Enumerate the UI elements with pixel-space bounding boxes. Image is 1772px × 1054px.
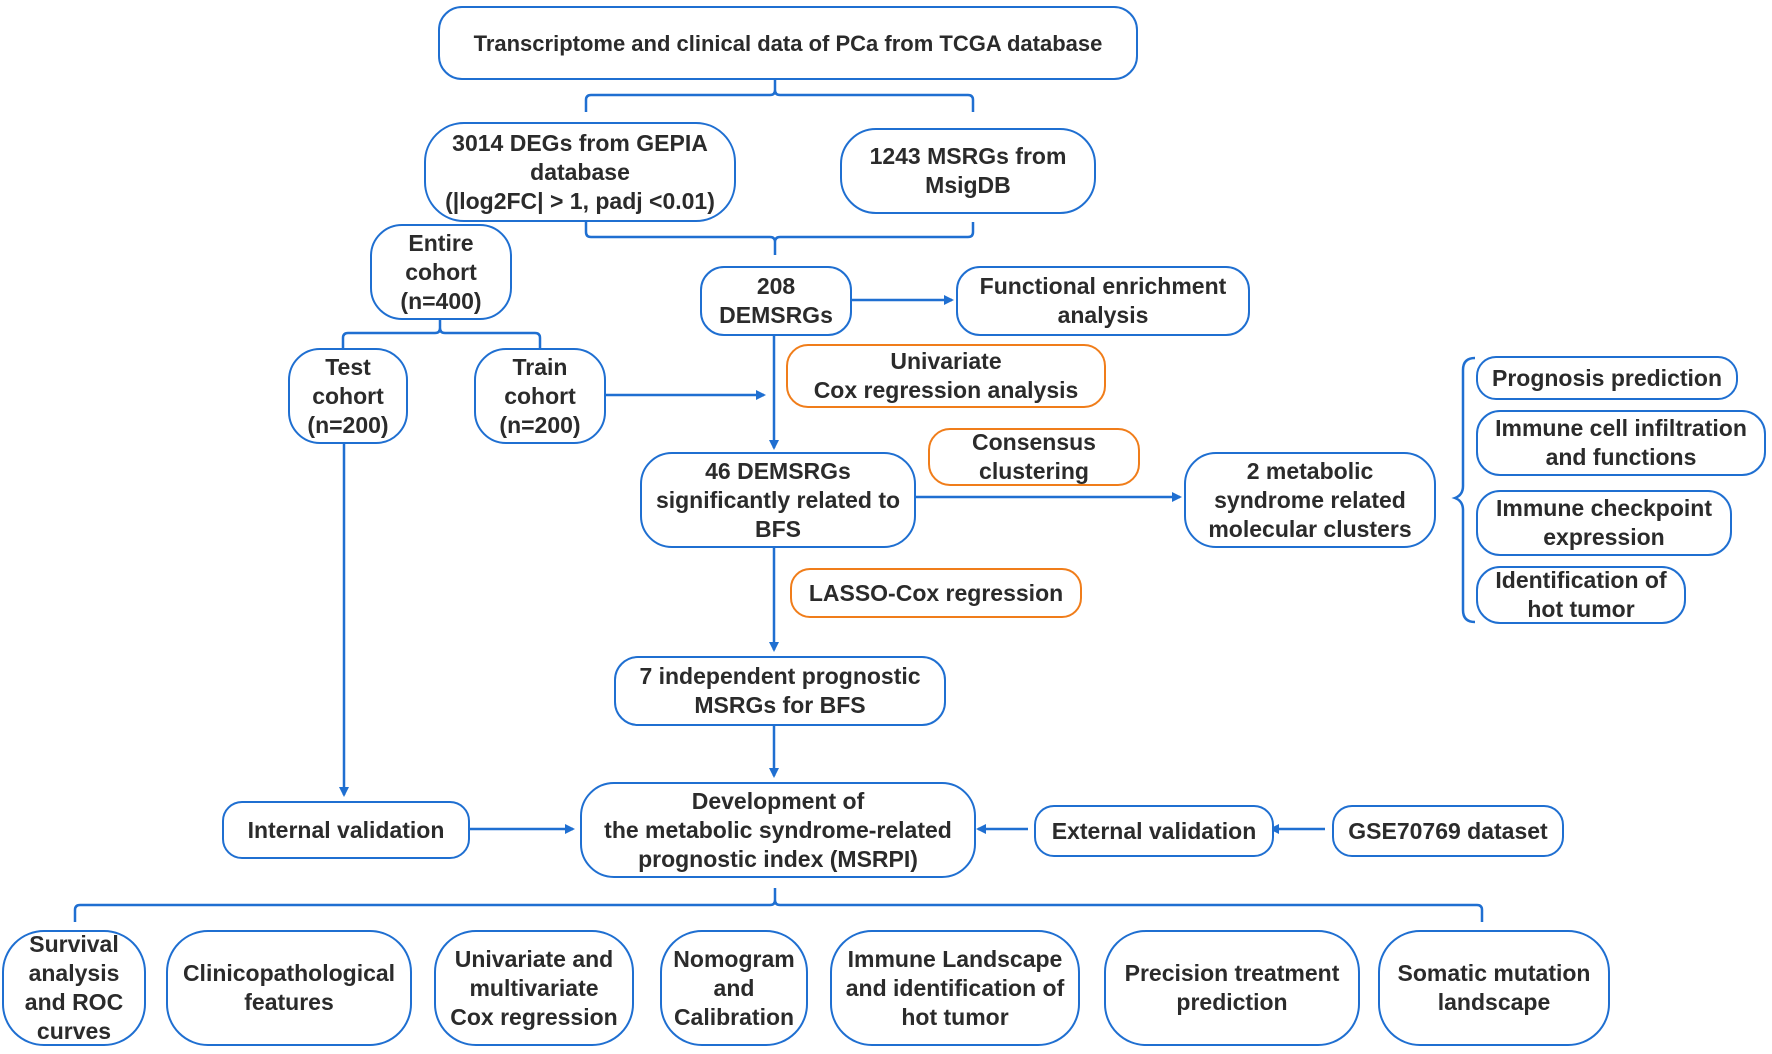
node-7-prognostic-msrgs: 7 independent prognostic MSRGs for BFS: [614, 656, 946, 726]
node-msrgs: 1243 MSRGs from MsigDB: [840, 128, 1096, 214]
node-functional-enrichment: Functional enrichment analysis: [956, 266, 1250, 336]
brace-bottom: [73, 888, 1484, 922]
node-degs: 3014 DEGs from GEPIA database (|log2FC| …: [424, 122, 736, 222]
node-prognosis-prediction: Prognosis prediction: [1476, 356, 1738, 400]
node-train-cohort: Train cohort (n=200): [474, 348, 606, 444]
node-entire-cohort: Entire cohort (n=400): [370, 224, 512, 320]
output-nomogram: Nomogram and Calibration: [660, 930, 808, 1046]
node-consensus-clustering: Consensus clustering: [928, 428, 1140, 486]
node-identification-hot-tumor: Identification of hot tumor: [1476, 566, 1686, 624]
output-immune-landscape: Immune Landscape and identification of h…: [830, 930, 1080, 1046]
node-208-demsrgs: 208 DEMSRGs: [700, 266, 852, 336]
node-gse70769: GSE70769 dataset: [1332, 805, 1564, 857]
node-msrpi: Development of the metabolic syndrome-re…: [580, 782, 976, 878]
brace-top: [584, 80, 975, 112]
output-clinicopathological: Clinicopathological features: [166, 930, 412, 1046]
node-lasso-cox: LASSO-Cox regression: [790, 568, 1082, 618]
node-test-cohort: Test cohort (n=200): [288, 348, 408, 444]
output-univariate-multivariate: Univariate and multivariate Cox regressi…: [434, 930, 634, 1046]
node-immune-cell-infiltration: Immune cell infiltration and functions: [1476, 410, 1766, 476]
node-46-demsrgs: 46 DEMSRGs significantly related to BFS: [640, 452, 916, 548]
brace-clusters: [1451, 356, 1476, 624]
node-univariate-cox: Univariate Cox regression analysis: [786, 344, 1106, 408]
output-somatic-mutation: Somatic mutation landscape: [1378, 930, 1610, 1046]
node-external-validation: External validation: [1034, 805, 1274, 857]
node-tcga: Transcriptome and clinical data of PCa f…: [438, 6, 1138, 80]
brace-mid: [584, 222, 975, 255]
brace-cohort: [341, 320, 542, 348]
node-immune-checkpoint: Immune checkpoint expression: [1476, 490, 1732, 556]
output-survival-analysis: Survival analysis and ROC curves: [2, 930, 146, 1046]
node-metabolic-clusters: 2 metabolic syndrome related molecular c…: [1184, 452, 1436, 548]
node-internal-validation: Internal validation: [222, 801, 470, 859]
output-precision-treatment: Precision treatment prediction: [1104, 930, 1360, 1046]
